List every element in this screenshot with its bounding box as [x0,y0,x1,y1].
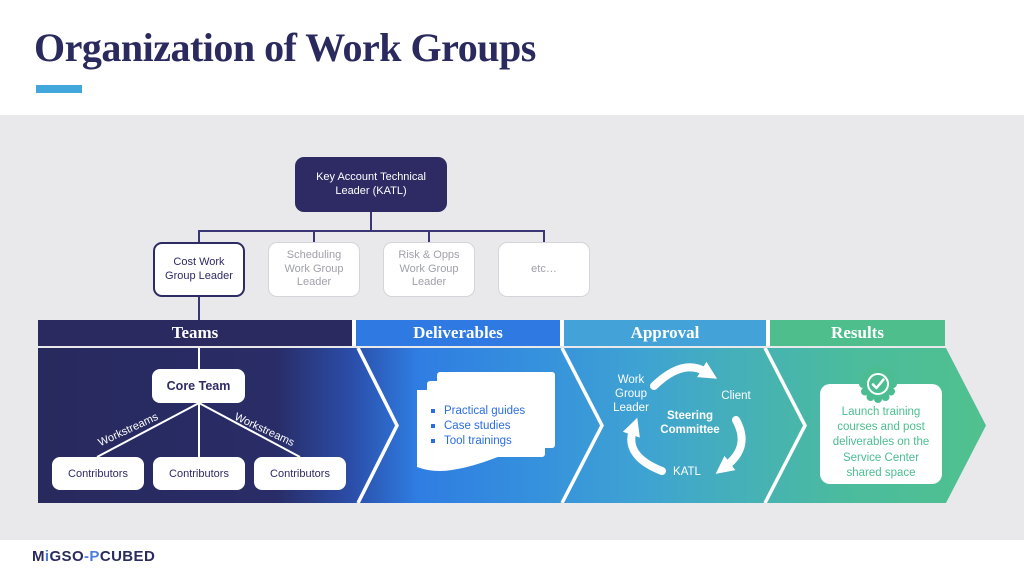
approval-label-work-group-leader: Work Group Leader [613,374,649,414]
stage-header-deliverables: Deliverables [356,320,560,346]
connector-stub [198,230,200,243]
list-item: Case studies [431,418,525,433]
list-item: Tool trainings [431,433,525,448]
connector-stub [313,230,315,243]
approval-label-katl: KATL [673,466,701,478]
approval-label-steering-committee: Steering Committee [660,410,720,436]
deliverables-list: Practical guides Case studies Tool train… [431,403,525,448]
connector-stub [428,230,430,243]
connector-root [370,212,372,231]
bullet-icon [431,438,435,443]
stage-header-teams: Teams [38,320,352,346]
connector-stub [543,230,545,243]
page-title: Organization of Work Groups [34,25,536,70]
org-node-etc: etc… [498,242,590,297]
bullet-icon [431,408,435,413]
stage-header-band: Teams Deliverables Approval Results [38,320,945,346]
org-node-risk-opps-work-group-leader: Risk & Opps Work Group Leader [383,242,475,297]
connector-horizontal [198,230,545,232]
core-team-box: Core Team [152,369,245,403]
org-node-katl: Key Account Technical Leader (KATL) [295,157,447,212]
contributors-box: Contributors [52,457,144,490]
org-node-cost-work-group-leader: Cost Work Group Leader [153,242,245,297]
contributors-box: Contributors [153,457,245,490]
chevron-separator-2 [560,348,604,503]
chevron-separator-1 [356,348,399,503]
stage-header-results: Results [770,320,945,346]
cycle-arrows-icon [622,361,746,475]
results-text-box: Launch training courses and post deliver… [820,384,942,484]
org-node-scheduling-work-group-leader: Scheduling Work Group Leader [268,242,360,297]
bullet-icon [431,423,435,428]
title-accent-bar [36,85,82,93]
migso-pcubed-logo: MiGSO-PCUBED [32,548,156,565]
list-item: Practical guides [431,403,525,418]
connector-cost-to-teams [198,297,200,321]
stacked-documents-icon [417,372,555,471]
chevron-separator-3 [763,348,807,503]
check-seal-icon [859,365,897,403]
teams-connector-lines [96,348,301,458]
approval-label-client: Client [721,390,751,402]
stage-header-approval: Approval [564,320,766,346]
contributors-box: Contributors [254,457,346,490]
